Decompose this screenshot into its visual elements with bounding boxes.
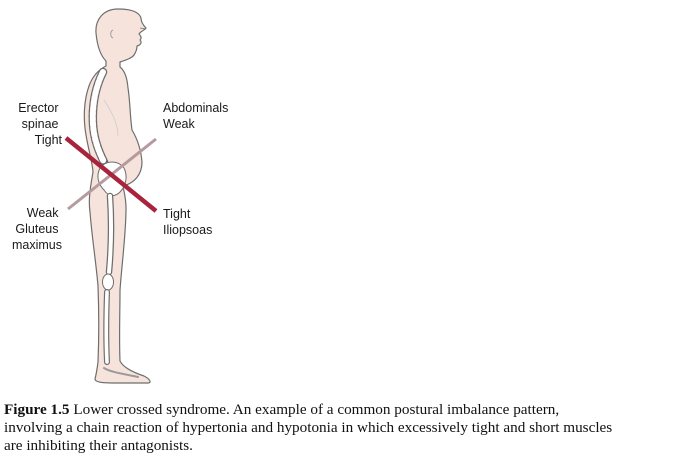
label-gluteus-maximus: Weak Gluteus maximus bbox=[12, 206, 62, 252]
foot-bones bbox=[103, 367, 139, 378]
figure-caption: Figure 1.5 Lower crossed syndrome. An ex… bbox=[4, 401, 698, 455]
nose-line bbox=[139, 27, 147, 30]
femur-inner bbox=[107, 194, 114, 274]
caption-text-1: Lower crossed syndrome. An example of a … bbox=[69, 401, 560, 418]
ear bbox=[110, 29, 114, 39]
body-outline bbox=[83, 8, 151, 384]
tibia-inner bbox=[104, 290, 109, 364]
caption-line-2: involving a chain reaction of hypertonia… bbox=[4, 419, 613, 436]
knee bbox=[102, 273, 114, 291]
spine-column-inner bbox=[89, 69, 107, 165]
caption-line-1: Figure 1.5 Lower crossed syndrome. An ex… bbox=[4, 401, 698, 419]
diagram-labels: Erector spinae Tight Abdominals Weak Wea… bbox=[12, 101, 232, 252]
caption-line-3: are inhibiting their antagonists. bbox=[4, 437, 193, 454]
spine bbox=[88, 67, 119, 167]
label-abdominals: Abdominals Weak bbox=[163, 101, 232, 131]
figure-number: Figure 1.5 bbox=[4, 401, 70, 418]
label-iliopsoas: Tight Iliopsoas bbox=[163, 207, 212, 237]
label-erector-spinae: Erector spinae Tight bbox=[18, 101, 62, 147]
ribcage-line bbox=[103, 99, 119, 137]
crossed-lines bbox=[64, 136, 158, 213]
leg-bones bbox=[102, 192, 139, 378]
tight-diagonal-line bbox=[64, 136, 158, 213]
body-figure bbox=[83, 8, 151, 384]
